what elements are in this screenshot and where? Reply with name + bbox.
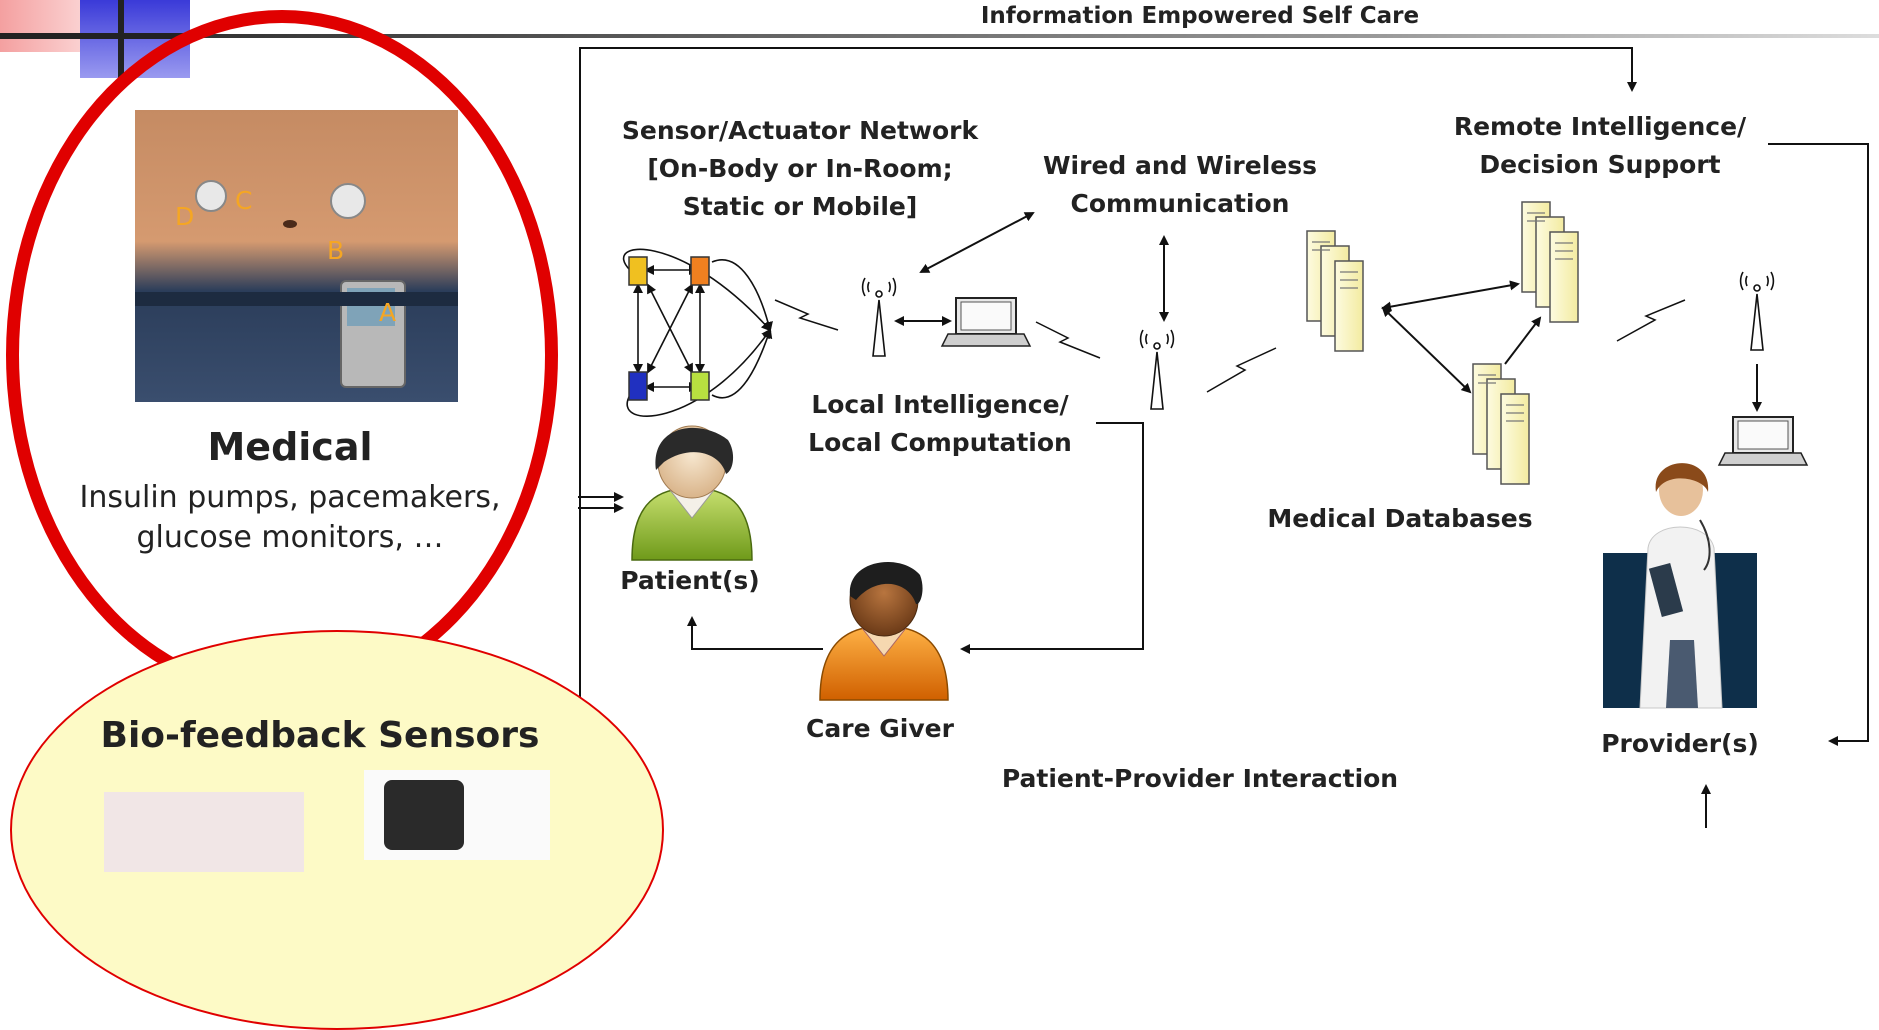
header-rule [200,34,1879,38]
remote-intel-label-1: Remote Intelligence/ [1453,112,1747,141]
sensor-node-blue [628,371,648,401]
sensor-network-label-2: [On-Body or In-Room; [647,154,953,183]
self-care-loop-arrow [579,47,1637,828]
photo-label-d: D [175,202,195,231]
sensor-network [623,248,773,417]
wired-wireless-label-2: Communication [1070,189,1290,218]
local-intel-label-1: Local Intelligence/ [811,390,1069,419]
local-intel-label-2: Local Computation [808,428,1072,457]
server-stack-icon [1306,230,1364,352]
patient-label: Patient(s) [620,566,760,595]
photo-label-c: C [235,186,253,215]
antenna-icon [1139,329,1175,410]
sensor-network-label-3: Static or Mobile] [682,192,918,221]
communication-arrow [919,212,1035,273]
remote-to-provider-arrow [1768,143,1869,746]
diagram-canvas [578,47,1869,828]
biofeedback-title: Bio-feedback Sensors [100,715,540,756]
remote-intel-label-2: Decision Support [1479,150,1721,179]
sensor-node-orange [690,256,710,286]
provider-image [1603,463,1757,709]
insulin-pump-photo: A B C D [135,110,458,402]
medical-line2: glucose monitors, … [136,520,444,555]
provider-label: Provider(s) [1601,729,1759,758]
medical-databases-label: Medical Databases [1267,504,1533,533]
photo-label-b: B [327,236,345,265]
antenna-icon [861,277,897,357]
wired-wireless-label-1: Wired and Wireless [1042,151,1317,180]
biofeedback-photo-left [104,792,304,872]
database-links [1381,280,1542,394]
laptop-icon [940,297,1032,347]
biofeedback-device-icon [384,780,464,850]
biofeedback-panel [10,630,664,1030]
sensor-node-yellow [628,256,648,286]
sensor-node-green [690,371,710,401]
antenna-icon [1739,271,1775,351]
care-giver-label: Care Giver [806,714,954,743]
caregiver-to-patient-arrow [687,616,823,650]
medical-title: Medical [207,425,373,469]
server-stack-icon [1472,363,1530,485]
photo-label-a: A [379,298,397,327]
care-giver-avatar [819,562,949,701]
sensor-network-label-1: Sensor/Actuator Network [621,116,979,145]
interaction-label: Patient-Provider Interaction [1001,764,1399,793]
laptop-icon [1717,416,1809,466]
wireless-zigzag-icon [774,299,1686,393]
top-loop-label: Information Empowered Self Care [980,3,1420,29]
server-stack-icon [1521,201,1579,323]
medical-line1: Insulin pumps, pacemakers, [79,480,501,515]
patient-avatar [631,425,753,561]
devices-to-patient-arrows [578,492,624,513]
local-to-caregiver-arrow [960,422,1144,654]
